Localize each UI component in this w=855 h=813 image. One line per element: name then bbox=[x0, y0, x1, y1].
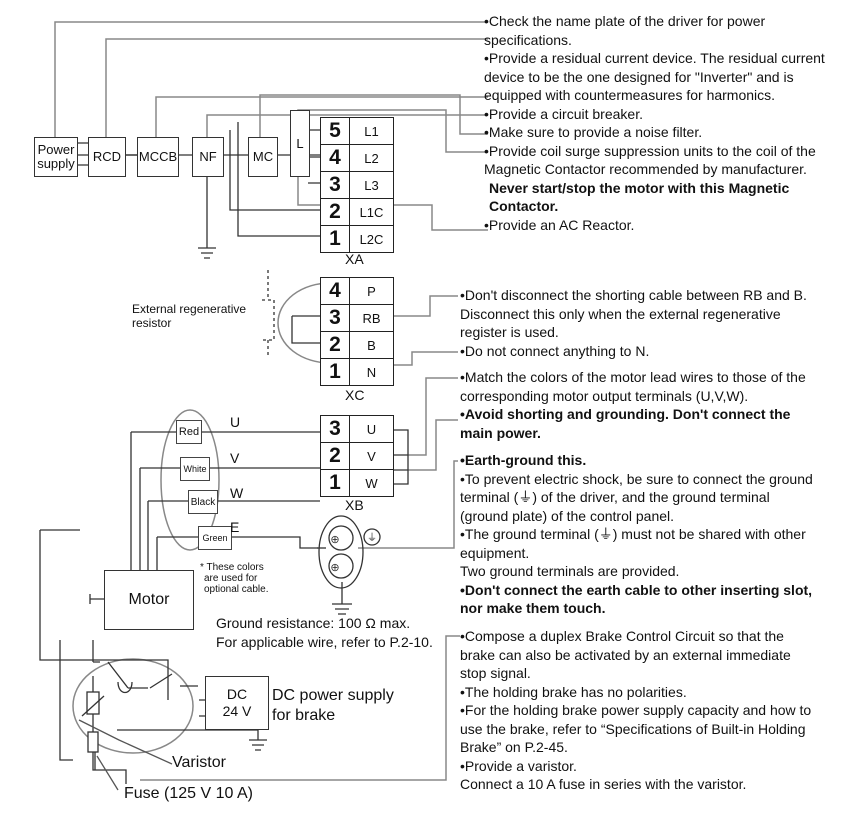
rcd-box: RCD bbox=[88, 137, 126, 177]
svg-text:⊕: ⊕ bbox=[330, 534, 339, 546]
leader-xc-short bbox=[392, 295, 458, 317]
u-label: U bbox=[230, 414, 241, 430]
mccb-box: MCCB bbox=[137, 137, 179, 177]
lead-wire-ellipse bbox=[160, 409, 220, 551]
ground-resistance-note: Ground resistance: 100 Ω max.For applica… bbox=[216, 615, 433, 650]
xc-label: XC bbox=[345, 387, 365, 403]
lead-red: Red bbox=[176, 420, 202, 444]
green-lead bbox=[232, 536, 318, 549]
leader-xb-short bbox=[408, 419, 458, 471]
l1c-wire bbox=[229, 130, 320, 211]
notes-xc: •Don't disconnect the shorting cable bet… bbox=[460, 287, 807, 359]
brake-ellipse bbox=[72, 658, 194, 754]
e-label: E bbox=[230, 519, 240, 535]
v-label: V bbox=[230, 450, 240, 466]
notes-top: •Check the name plate of the driver for … bbox=[484, 13, 825, 233]
leader-reactor bbox=[297, 175, 488, 231]
leader-brake bbox=[140, 635, 460, 781]
ac-reactor-box: L bbox=[290, 110, 310, 177]
noise-filter-box: NF bbox=[192, 137, 224, 177]
xb-label: XB bbox=[345, 497, 364, 513]
l2c-wire bbox=[237, 122, 320, 237]
mc-box: MC bbox=[248, 137, 278, 177]
w-label: W bbox=[230, 485, 244, 501]
lead-black: Black bbox=[188, 490, 218, 514]
leader-power bbox=[54, 21, 488, 138]
leader-mccb bbox=[155, 96, 488, 138]
motor-box: Motor bbox=[104, 570, 194, 630]
leader-xc-n bbox=[392, 351, 458, 366]
fuse-label: Fuse (125 V 10 A) bbox=[124, 785, 253, 802]
leader-ground bbox=[358, 460, 458, 549]
lead-green: Green bbox=[198, 526, 232, 550]
leader-mc bbox=[259, 94, 488, 138]
leader-rcd bbox=[105, 38, 488, 138]
leader-xb-colors bbox=[408, 377, 458, 456]
notes-ground: •Earth-ground this. •To prevent electric… bbox=[460, 452, 813, 616]
xa-label: XA bbox=[345, 251, 364, 267]
svg-text:⊕: ⊕ bbox=[330, 562, 339, 574]
notes-brake: •Compose a duplex Brake Control Circuit … bbox=[460, 628, 812, 792]
notes-xb: •Match the colors of the motor lead wire… bbox=[460, 369, 806, 441]
varistor-label: Varistor bbox=[172, 754, 226, 771]
leader-nf bbox=[206, 114, 488, 138]
lead-white: White bbox=[180, 457, 210, 481]
svg-text:⏚: ⏚ bbox=[367, 532, 377, 544]
